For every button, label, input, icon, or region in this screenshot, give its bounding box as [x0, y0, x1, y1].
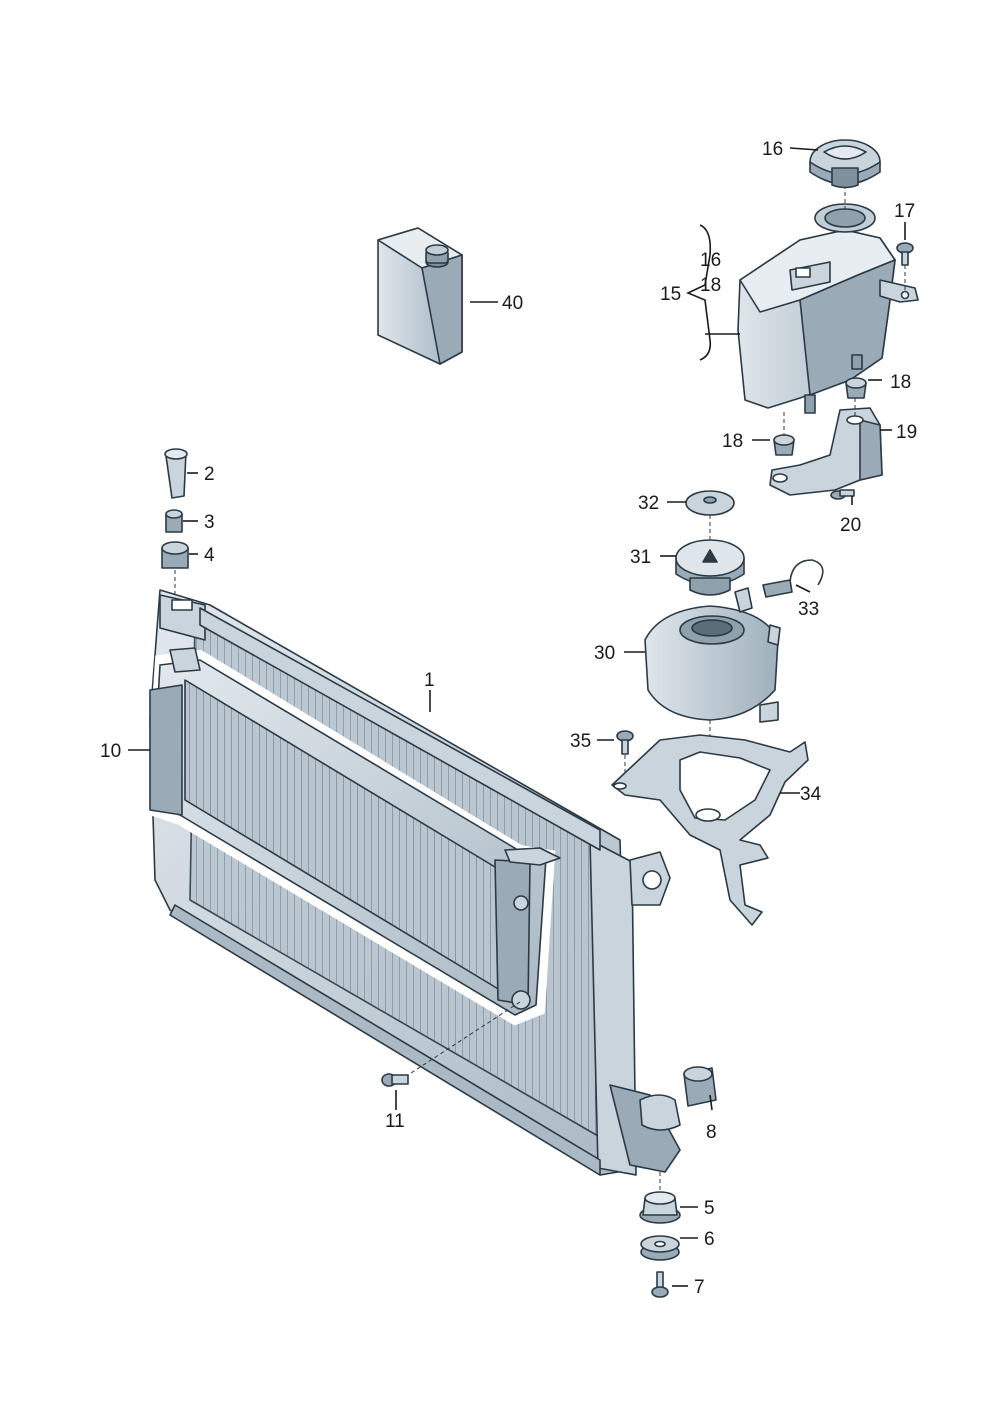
callout-19: 19 [896, 422, 917, 443]
bolt-35-part [616, 730, 634, 780]
callout-20: 20 [840, 515, 861, 536]
mount-4-part [161, 541, 189, 595]
callout-32: 32 [638, 493, 659, 514]
mount-5-part [639, 1172, 681, 1224]
callout-7: 7 [694, 1277, 705, 1298]
callout-1: 1 [424, 670, 435, 691]
bushing-3-part [165, 509, 183, 533]
callout-5: 5 [704, 1198, 715, 1219]
callout-33: 33 [798, 599, 819, 620]
mount-6-part [640, 1235, 680, 1261]
grommet-8-part [683, 1066, 717, 1107]
callout-15-sub-18: 18 [700, 275, 721, 296]
bolt-7-part [651, 1271, 669, 1298]
expansion-tank-30-part [644, 587, 781, 805]
cap-insert-32-part [685, 490, 735, 540]
callout-17: 17 [894, 201, 915, 222]
callouts: 1 2 3 4 5 6 7 8 10 11 15 16 18 16 17 18 … [100, 139, 917, 1298]
sensor-33-part [762, 559, 824, 598]
reservoir-cap-31-part [675, 539, 745, 596]
callout-40: 40 [502, 293, 523, 314]
callout-18-right: 18 [890, 372, 911, 393]
upper-cap-part [809, 139, 881, 189]
callout-15-sub-16: 16 [700, 250, 721, 271]
callout-8: 8 [706, 1122, 717, 1143]
tank-bracket-34-part [611, 734, 809, 926]
leader-lines [128, 147, 906, 1287]
expansion-tank-upper-part [737, 178, 919, 414]
coolant-canister-part [377, 227, 463, 365]
callout-11: 11 [385, 1111, 405, 1132]
bolt-11-part [381, 1073, 409, 1087]
bolt-17-part [896, 242, 914, 266]
callout-10: 10 [100, 741, 121, 762]
callout-6: 6 [704, 1229, 715, 1250]
callout-31: 31 [630, 547, 651, 568]
callout-16: 16 [762, 139, 783, 160]
pin-2-part [164, 448, 188, 499]
callout-35: 35 [570, 731, 591, 752]
bracket-19-part [769, 398, 883, 496]
callout-30: 30 [594, 643, 615, 664]
callout-2: 2 [204, 464, 215, 485]
callout-4: 4 [204, 545, 215, 566]
grommet-18-left-part [773, 412, 795, 456]
grommet-18-right-part [845, 377, 867, 399]
callout-34: 34 [800, 784, 822, 805]
callout-18-left: 18 [722, 431, 743, 452]
callout-15: 15 [660, 284, 681, 305]
bolt-20-part [830, 489, 855, 500]
callout-3: 3 [204, 512, 215, 533]
cooler-10-part [144, 647, 561, 1076]
